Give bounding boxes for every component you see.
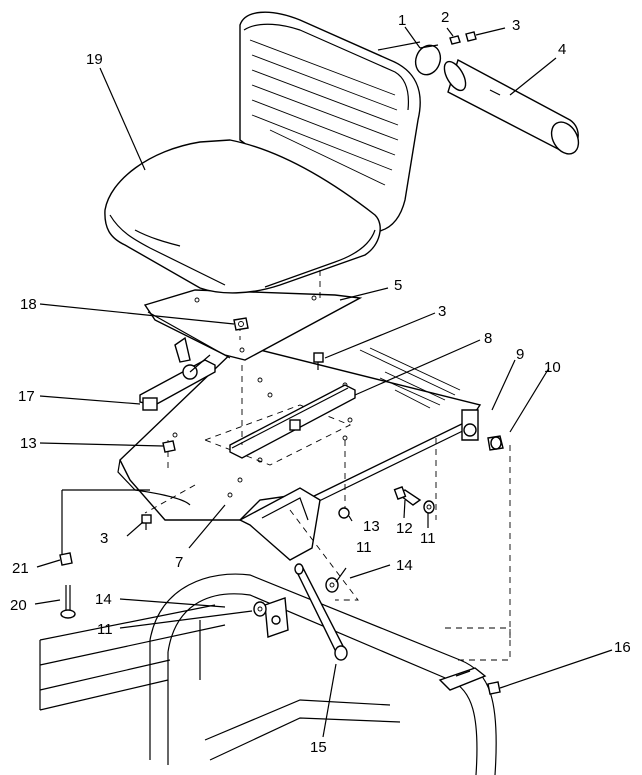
callout-21: 21 [12, 560, 29, 577]
callout-5: 5 [394, 277, 402, 294]
frame-clamp [264, 597, 289, 638]
bolt-12 [393, 486, 422, 506]
nut-13-center [338, 507, 350, 519]
callout-11-mid: 11 [356, 539, 372, 556]
seat [104, 11, 421, 294]
callout-13-left: 13 [20, 435, 37, 452]
callout-19: 19 [86, 51, 103, 68]
support-rod-15 [294, 563, 348, 661]
callout-1: 1 [398, 12, 406, 29]
washer-11-right [423, 500, 435, 514]
callout-17: 17 [18, 388, 35, 405]
clamp-1 [414, 44, 442, 76]
grip-4 [443, 58, 580, 155]
slide-rail-8 [229, 384, 356, 459]
callout-11-left: 11 [97, 621, 113, 638]
nut-16 [487, 681, 501, 695]
callout-13-center: 13 [363, 518, 380, 535]
callout-16: 16 [614, 639, 631, 656]
callout-2: 2 [441, 9, 449, 26]
callout-10: 10 [544, 359, 561, 376]
seat-bracket [143, 289, 363, 361]
callout-4: 4 [558, 41, 566, 58]
callout-3-mid: 3 [438, 303, 446, 320]
callout-14-right: 14 [396, 557, 413, 574]
screw-3-mid [313, 352, 324, 370]
callout-7: 7 [175, 554, 183, 571]
callout-12: 12 [396, 520, 413, 537]
screw-3-top [465, 31, 477, 42]
callout-labels: 1 2 3 4 19 5 18 3 8 9 10 17 13 13 12 11 … [10, 9, 631, 756]
frame-bracket [438, 667, 487, 691]
nut-2 [449, 35, 461, 45]
frame-tubing [39, 573, 497, 775]
nut-18 [233, 317, 249, 331]
callout-20: 20 [10, 597, 27, 614]
callout-8: 8 [484, 330, 492, 347]
adjuster-lever [174, 336, 211, 380]
callout-18: 18 [20, 296, 37, 313]
bushing-10 [487, 435, 504, 451]
screw-3-low [141, 514, 152, 530]
bracket-9 [461, 409, 479, 441]
pan-cover [238, 487, 321, 561]
nut-13-left [162, 440, 176, 453]
callout-14-left: 14 [95, 591, 112, 608]
callout-3-low: 3 [100, 530, 108, 547]
callout-15: 15 [310, 739, 327, 756]
callout-11-right: 11 [420, 530, 436, 547]
nut-21 [59, 552, 73, 566]
callout-9: 9 [516, 346, 524, 363]
washer-11-mid [325, 577, 339, 593]
leader-lines [34, 26, 613, 738]
washer-11-left [253, 601, 267, 617]
callout-3-top: 3 [512, 17, 520, 34]
bolt-20 [60, 585, 76, 619]
